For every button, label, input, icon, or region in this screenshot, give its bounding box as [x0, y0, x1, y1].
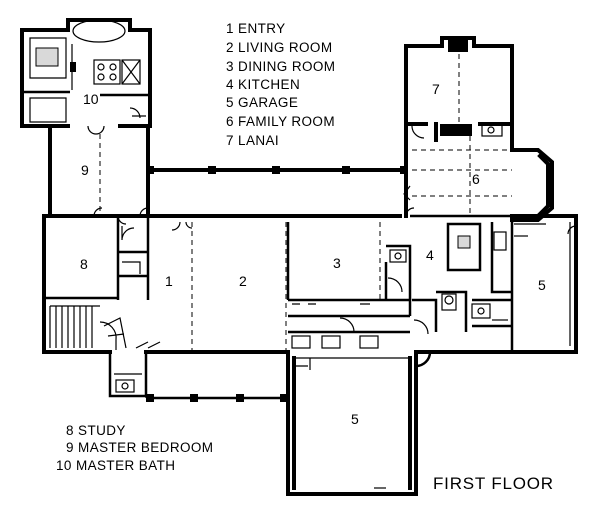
room-number-kitchen: 4 [426, 247, 434, 263]
room-number-study: 8 [80, 256, 88, 272]
legend-item-entry: 1 ENTRY [226, 21, 286, 36]
legend-top: 1 ENTRY 2 LIVING ROOM 3 DINING ROOM 4 KI… [226, 21, 335, 148]
floor-caption: FIRST FLOOR [433, 474, 554, 493]
room-number-dining-room: 3 [333, 255, 341, 271]
master-bedroom-walls [48, 124, 150, 218]
room-number-family-room: 6 [472, 171, 480, 187]
room-number-lanai: 7 [432, 81, 440, 97]
main-walls [42, 122, 578, 496]
legend-item-garage: 5 GARAGE [226, 95, 298, 110]
garage-bottom-details [294, 351, 500, 489]
door-swings [93, 207, 415, 231]
front-porch [145, 352, 288, 402]
room-number-living-room: 2 [239, 273, 247, 289]
legend-item-dining-room: 3 DINING ROOM [226, 59, 335, 74]
room-number-master-bath: 10 [83, 91, 99, 107]
master-bath-walls [20, 18, 152, 135]
room-number-master-bedroom: 9 [81, 162, 89, 178]
porch-columns [146, 166, 408, 216]
legend-item-master-bedroom: 9 MASTER BEDROOM [66, 440, 213, 455]
room-number-entry: 1 [165, 273, 173, 289]
legend-bottom: 8 STUDY 9 MASTER BEDROOM 10 MASTER BATH [56, 423, 213, 473]
lanai-walls [404, 36, 514, 142]
legend-item-kitchen: 4 KITCHEN [226, 77, 300, 92]
kitchen-fixtures [412, 220, 514, 352]
legend-item-living-room: 2 LIVING ROOM [226, 40, 332, 55]
legend-item-lanai: 7 LANAI [226, 133, 279, 148]
room-number-garage-bottom: 5 [351, 411, 359, 427]
legend-item-study: 8 STUDY [66, 423, 126, 438]
legend-item-family-room: 6 FAMILY ROOM [226, 114, 335, 129]
interior-walls [44, 136, 512, 352]
room-number-garage-right: 5 [538, 277, 546, 293]
legend-item-master-bath: 10 MASTER BATH [56, 458, 175, 473]
garage-right-details [514, 223, 577, 237]
